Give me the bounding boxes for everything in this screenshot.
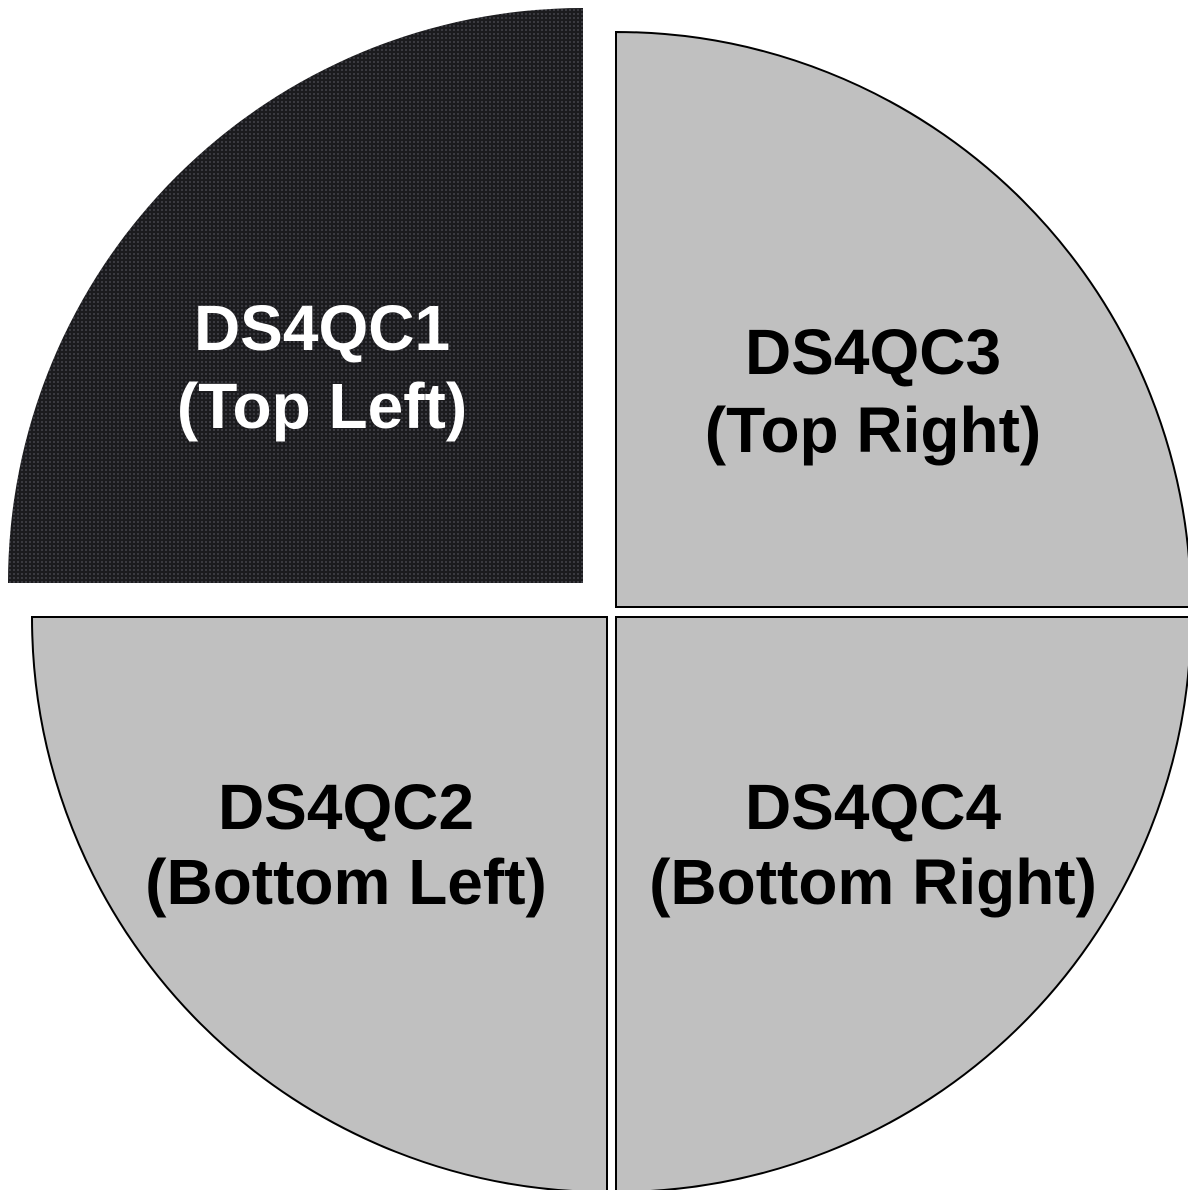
code-label: DS4QC2 [218,771,474,843]
code-label: DS4QC1 [194,292,450,364]
quadrant-top-right [615,30,1188,608]
label-top-left: DS4QC1 (Top Left) [177,292,467,442]
label-bottom-left: DS4QC2 (Bottom Left) [145,771,547,918]
code-label: DS4QC4 [745,771,1002,843]
position-label: (Top Left) [177,370,467,442]
quadrant-top-left [8,8,583,583]
label-top-right: DS4QC3 (Top Right) [705,316,1041,466]
position-label: (Top Right) [705,394,1041,466]
quadrant-bottom-left [30,616,608,1190]
label-bottom-right: DS4QC4 (Bottom Right) [649,771,1097,918]
position-label: (Bottom Left) [145,846,547,918]
code-label: DS4QC3 [745,316,1001,388]
quadrant-bottom-right [615,616,1188,1190]
position-label: (Bottom Right) [649,846,1097,918]
